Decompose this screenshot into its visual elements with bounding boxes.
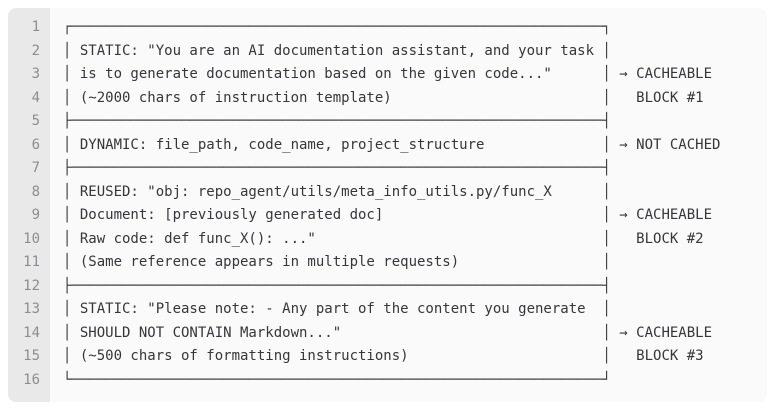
code-line: │ is to generate documentation based on …	[63, 66, 713, 82]
code-line: │ SHOULD NOT CONTAIN Markdown..." │ → CA…	[63, 324, 713, 341]
code-line: │ STATIC: "You are an AI documentation a…	[63, 42, 611, 59]
line-number: 14	[23, 324, 40, 341]
code-line: │ REUSED: "obj: repo_agent/utils/meta_in…	[63, 183, 611, 200]
line-number: 11	[23, 254, 40, 270]
code-line: ├───────────────────────────────────────…	[63, 277, 611, 294]
line-number: 12	[23, 277, 40, 294]
line-number: 16	[23, 371, 40, 388]
line-number: 1	[31, 19, 40, 35]
code-line: │ (Same reference appears in multiple re…	[63, 254, 611, 270]
line-number: 2	[31, 42, 40, 59]
code-line: ├───────────────────────────────────────…	[63, 160, 611, 176]
code-line: │ Raw code: def func_X(): ..." │ BLOCK #…	[63, 230, 704, 247]
line-number: 6	[31, 136, 40, 153]
line-number: 9	[31, 207, 40, 223]
line-number: 13	[23, 301, 40, 317]
line-number: 4	[31, 89, 40, 106]
code-line: │ Document: [previously generated doc] │…	[63, 207, 713, 223]
line-number: 8	[31, 183, 40, 200]
line-number: 3	[31, 66, 40, 82]
code-line: ├───────────────────────────────────────…	[63, 113, 611, 129]
line-number: 15	[23, 348, 40, 364]
code-line: │ (~500 chars of formatting instructions…	[63, 348, 704, 364]
line-number: 7	[31, 160, 40, 176]
code-line: │ DYNAMIC: file_path, code_name, project…	[63, 136, 721, 153]
code-line: │ STATIC: "Please note: - Any part of th…	[63, 301, 611, 317]
code-content: ┌───────────────────────────────────────…	[50, 8, 767, 402]
code-line: ┌───────────────────────────────────────…	[63, 19, 611, 35]
code-line: └───────────────────────────────────────…	[63, 371, 611, 388]
code-line: │ (~2000 chars of instruction template) …	[63, 89, 704, 106]
line-number: 5	[31, 113, 40, 129]
line-number: 10	[23, 230, 40, 247]
